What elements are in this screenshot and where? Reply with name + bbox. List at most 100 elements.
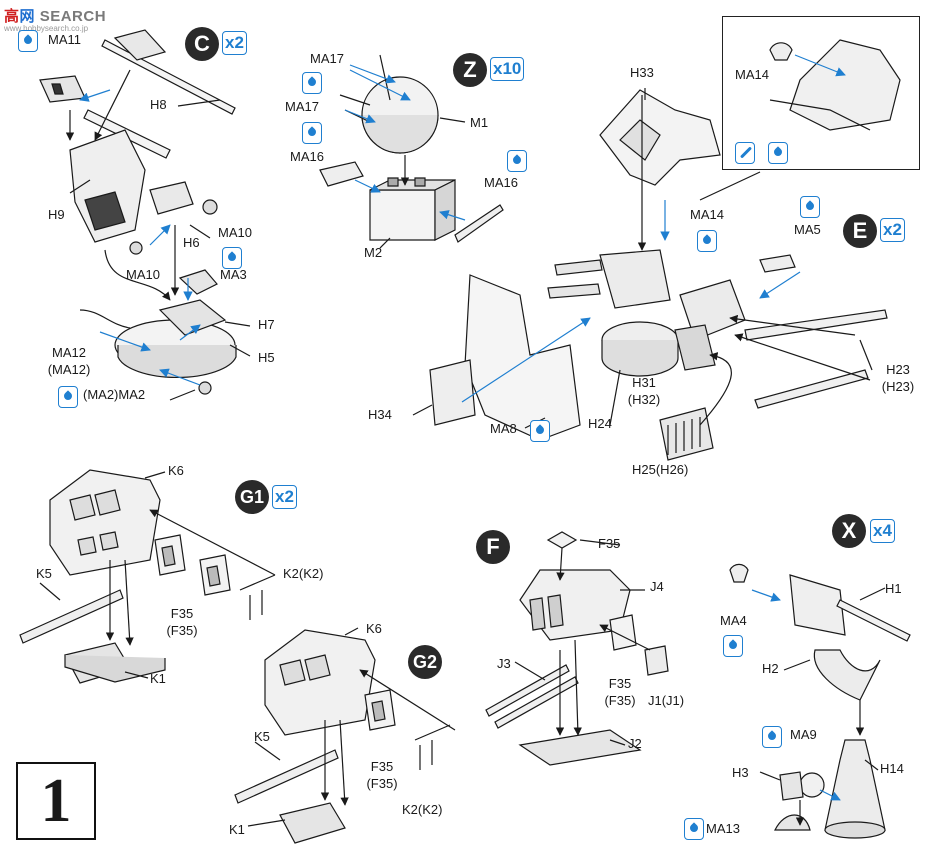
f-turret-part — [485, 531, 669, 766]
label-j4: J4 — [650, 579, 664, 594]
qty-g1: x2 — [272, 485, 297, 509]
label-ma4: MA4 — [720, 613, 747, 628]
label-h32: (H32) — [627, 392, 661, 407]
watermark-sub: www.hobbysearch.co.jp — [4, 24, 89, 33]
badge-g2: G2 — [408, 645, 442, 679]
label-j2: J2 — [628, 736, 642, 751]
inset-box — [722, 16, 920, 170]
paint-drop-icon — [697, 230, 717, 252]
label-ma3: MA3 — [220, 267, 247, 282]
label-h8: H8 — [150, 97, 167, 112]
label-g1-k6: K6 — [168, 463, 184, 478]
label-m1: M1 — [470, 115, 489, 130]
label-ma13: MA13 — [706, 821, 740, 836]
label-ma5: MA5 — [794, 222, 821, 237]
label-h14: H14 — [880, 761, 904, 776]
paint-drop-icon — [768, 142, 788, 164]
label-h23: H23 — [886, 362, 910, 377]
label-h25: H25(H26) — [632, 462, 689, 477]
label-h31: H31 — [632, 375, 656, 390]
g1-gun-part — [19, 589, 166, 684]
badge-e: E — [843, 214, 877, 248]
label-f-f35: F35 — [608, 676, 632, 691]
paint-brush-icon — [735, 142, 755, 164]
label-f-f35-top: F35 — [598, 536, 621, 551]
qty-c: x2 — [222, 31, 247, 55]
label-ma12-paren: (MA12) — [47, 362, 91, 377]
g1-frames-part — [154, 534, 276, 620]
c-mount-part — [129, 181, 218, 295]
label-g2-k6: K6 — [366, 621, 382, 636]
badge-g1: G1 — [235, 480, 269, 514]
x-gun-part — [729, 563, 911, 701]
badge-x: X — [832, 514, 866, 548]
label-ma11: MA11 — [48, 32, 81, 47]
e-shield-h33-part — [599, 89, 721, 186]
label-h9: H9 — [48, 207, 65, 222]
label-h3: H3 — [732, 765, 749, 780]
watermark-part-b: 网 — [19, 8, 36, 25]
e-mount-part — [547, 249, 679, 377]
label-h7: H7 — [258, 317, 275, 332]
label-g2-f35: F35 — [370, 759, 394, 774]
badge-c: C — [185, 27, 219, 61]
watermark: 高网 SEARCH — [4, 5, 106, 26]
label-g1-k5: K5 — [36, 566, 52, 581]
label-ma10b: MA10 — [126, 267, 160, 282]
paint-drop-icon — [18, 30, 38, 52]
paint-drop-icon — [222, 247, 242, 269]
e-gun-part — [674, 254, 888, 409]
label-ma17b: MA17 — [285, 99, 319, 114]
c-base-part — [79, 299, 237, 395]
c-shield-part — [69, 129, 146, 243]
label-g2-f35-paren: (F35) — [366, 776, 398, 791]
z-box-part — [369, 177, 456, 241]
inset-detail — [769, 39, 901, 131]
paint-drop-icon — [530, 420, 550, 442]
label-g2-k2: K2(K2) — [402, 802, 443, 817]
label-ma17a: MA17 — [310, 51, 344, 66]
z-dome-part — [339, 54, 439, 154]
label-g1-f35: F35 — [170, 606, 194, 621]
label-h24: H24 — [588, 416, 612, 431]
label-h6: H6 — [183, 235, 200, 250]
paint-drop-icon — [302, 72, 322, 94]
g1-turret-part — [49, 469, 161, 576]
label-j1: J1(J1) — [648, 693, 685, 708]
g2-turret-part — [264, 629, 376, 736]
label-ma16a: MA16 — [290, 149, 324, 164]
label-ma14-inset: MA14 — [735, 67, 769, 82]
label-ma10a: MA10 — [218, 225, 252, 240]
label-g2-k5: K5 — [254, 729, 270, 744]
label-g1-k1: K1 — [150, 671, 166, 686]
label-ma12: MA12 — [52, 345, 86, 360]
label-ma2: (MA2)MA2 — [83, 387, 146, 402]
watermark-part-a: 高 — [4, 8, 20, 25]
step-number: 1 — [16, 762, 96, 840]
paint-drop-icon — [58, 386, 78, 408]
e-ammo-part — [659, 407, 714, 461]
badge-f: F — [476, 530, 510, 564]
label-h23-paren: (H23) — [881, 379, 915, 394]
label-h1: H1 — [885, 581, 902, 596]
label-h2: H2 — [762, 661, 779, 676]
label-g2-k1: K1 — [229, 822, 245, 837]
g2-gun-part — [234, 749, 346, 844]
label-h5: H5 — [258, 350, 275, 365]
label-h34: H34 — [368, 407, 392, 422]
paint-drop-icon — [507, 150, 527, 172]
c-breech-part — [39, 75, 86, 103]
qty-e: x2 — [880, 218, 905, 242]
badge-z: Z — [453, 53, 487, 87]
label-ma8: MA8 — [490, 421, 517, 436]
paint-drop-icon — [762, 726, 782, 748]
paint-drop-icon — [800, 196, 820, 218]
watermark-part-c: SEARCH — [39, 8, 107, 25]
label-j3: J3 — [497, 656, 511, 671]
paint-drop-icon — [723, 635, 743, 657]
label-g1-f35-paren: (F35) — [166, 623, 198, 638]
paint-drop-icon — [302, 122, 322, 144]
qty-x: x4 — [870, 519, 895, 543]
x-pedestal-part — [774, 739, 886, 839]
